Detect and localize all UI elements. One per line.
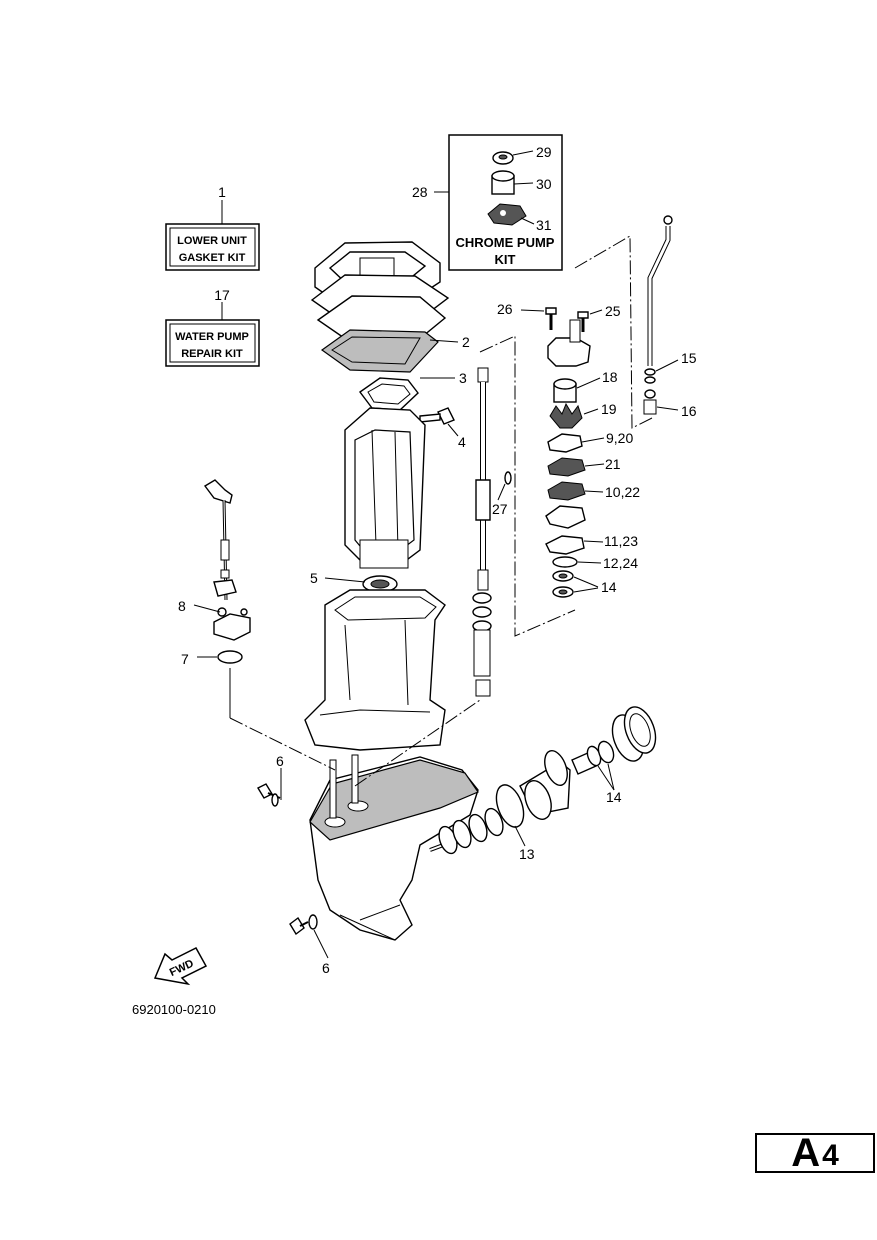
callout-28: 28 — [412, 184, 428, 200]
dashed-bracket-driveshaft — [479, 335, 576, 637]
exhaust-housing — [344, 407, 426, 569]
callout-11-23: 11,23 — [604, 533, 638, 549]
callout-16: 16 — [681, 403, 697, 419]
water-tube — [643, 215, 679, 415]
water-pump-kit-line1: WATER PUMP — [175, 331, 249, 343]
callout-7: 7 — [181, 651, 189, 667]
callout-12-24: 12,24 — [603, 555, 638, 571]
callout-31: 31 — [536, 217, 552, 233]
part-4-bracket — [419, 407, 459, 437]
callout-30: 30 — [536, 176, 552, 192]
callout-17: 17 — [214, 287, 230, 303]
drain-screw-upper — [257, 768, 282, 807]
callout-5: 5 — [310, 570, 318, 586]
lower-unit-kit-line1: LOWER UNIT — [177, 235, 247, 247]
callout-14-lower: 14 — [606, 789, 622, 805]
callout-10-22: 10,22 — [605, 484, 640, 500]
callout-9-20: 9,20 — [606, 430, 633, 446]
callout-29: 29 — [536, 144, 552, 160]
callout-labels: 1 2 3 4 5 6 6 7 8 9,20 10,22 11,23 12,24… — [178, 144, 697, 976]
figure-code: 6920100-0210 — [132, 1002, 216, 1017]
callout-13: 13 — [519, 846, 535, 862]
chrome-pump-kit-line1: CHROME PUMP — [456, 235, 555, 250]
callout-4: 4 — [458, 434, 466, 450]
upper-casing — [304, 589, 446, 751]
driveshaft-dash — [354, 699, 481, 787]
callout-25: 25 — [605, 303, 621, 319]
chrome-pump-kit-box: CHROME PUMP KIT — [434, 134, 563, 271]
drive-shaft — [475, 367, 512, 591]
callout-6-lower: 6 — [322, 960, 330, 976]
callout-18: 18 — [602, 369, 618, 385]
upper-gasket-stack — [310, 241, 450, 411]
water-pump-repair-kit-box: WATER PUMP REPAIR KIT — [165, 302, 260, 367]
leader-2 — [429, 339, 459, 343]
callout-3: 3 — [459, 370, 467, 386]
water-pump-kit-line2: REPAIR KIT — [181, 348, 243, 360]
callout-27: 27 — [492, 501, 508, 517]
chrome-pump-kit-line2: KIT — [495, 252, 516, 267]
water-pump-stack — [520, 307, 605, 598]
dashed-bracket-pump — [574, 235, 653, 429]
fwd-arrow-icon: FWD — [153, 947, 208, 986]
drain-screw-lower — [289, 914, 329, 959]
callout-1: 1 — [218, 184, 226, 200]
callout-8: 8 — [178, 598, 186, 614]
lower-unit-gasket-kit-box: LOWER UNIT GASKET KIT — [165, 200, 260, 271]
drive-shaft-bearings — [472, 592, 492, 697]
callout-15: 15 — [681, 350, 697, 366]
page-tag-letter: A — [791, 1130, 821, 1175]
lower-unit-kit-line2: GASKET KIT — [179, 252, 246, 264]
callout-6-upper: 6 — [276, 753, 284, 769]
shift-rod-dash — [229, 717, 336, 771]
propeller-shaft-assembly — [429, 706, 657, 855]
callout-14-upper: 14 — [601, 579, 617, 595]
page-tag-number: 4 — [822, 1139, 839, 1172]
callout-19: 19 — [601, 401, 617, 417]
shift-rod-assembly — [193, 479, 251, 664]
callout-21: 21 — [605, 456, 621, 472]
lower-unit-casing — [309, 754, 479, 941]
callout-26: 26 — [497, 301, 513, 317]
callout-2: 2 — [462, 334, 470, 350]
